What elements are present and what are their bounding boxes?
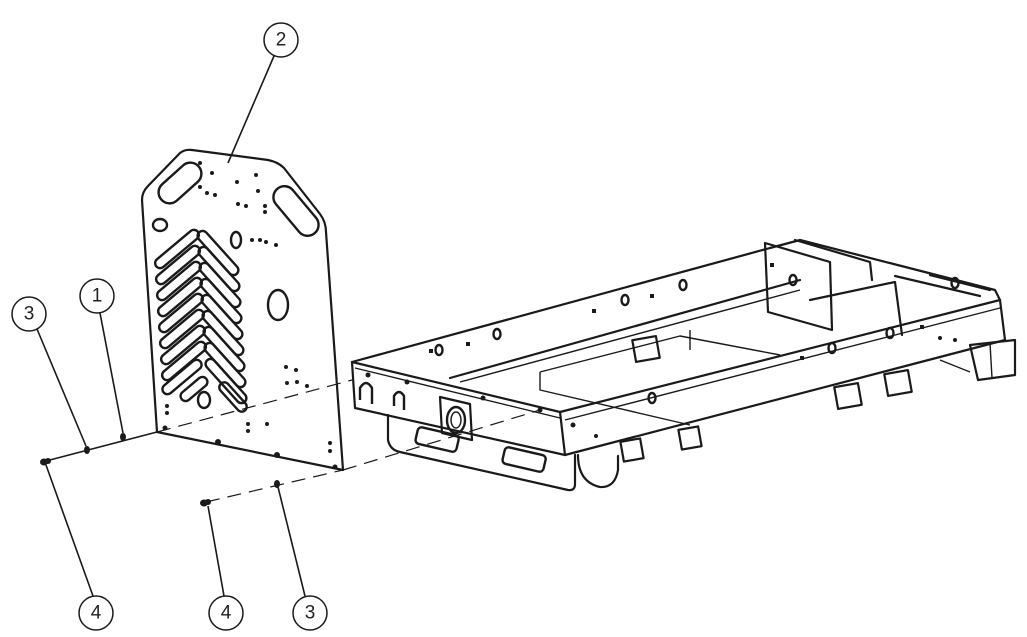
washer-1 bbox=[120, 433, 126, 441]
callout-3-lower: 3 bbox=[292, 595, 328, 631]
hardware bbox=[40, 433, 280, 507]
leader-lines bbox=[36, 55, 306, 597]
washer-3a bbox=[84, 446, 90, 454]
callout-4-left: 4 bbox=[78, 595, 114, 631]
chassis-holes bbox=[365, 263, 960, 438]
callout-2: 2 bbox=[263, 22, 299, 58]
louver-slots-right bbox=[196, 229, 248, 413]
callout-label: 3 bbox=[24, 304, 35, 325]
side-panel bbox=[140, 148, 345, 472]
chassis-frame bbox=[350, 238, 1017, 492]
callout-label: 3 bbox=[305, 603, 316, 624]
callout-label: 1 bbox=[92, 286, 103, 307]
callout-label: 4 bbox=[91, 603, 102, 624]
panel-holes bbox=[162, 161, 338, 470]
callout-4-right: 4 bbox=[208, 595, 244, 631]
callout-label: 4 bbox=[221, 603, 232, 624]
assembly-centerlines bbox=[45, 379, 541, 503]
callout-1: 1 bbox=[79, 278, 115, 314]
washer-3b bbox=[274, 480, 280, 488]
louver-slots-left bbox=[151, 217, 212, 410]
callout-label: 2 bbox=[276, 30, 287, 51]
callout-3-upper: 3 bbox=[11, 296, 47, 332]
